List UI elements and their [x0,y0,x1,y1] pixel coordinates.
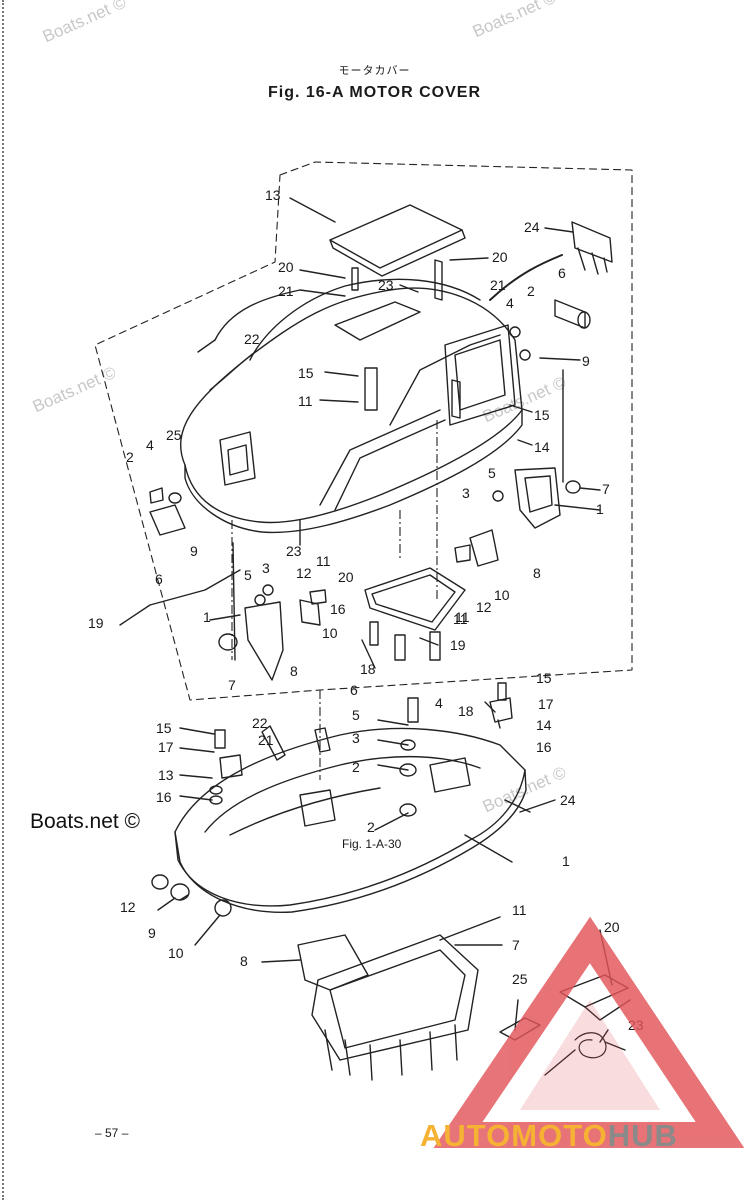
automotohub-logo-text: AUTOMOTOHUB [420,1118,678,1154]
callout-label: 21 [278,283,294,299]
callout-label: 8 [533,565,541,581]
callout-label: 8 [240,953,248,969]
figure-title: Fig. 16-A MOTOR COVER [267,84,481,101]
callout-label: 8 [290,663,298,679]
callout-label: 23 [378,277,394,293]
callout-label: 9 [582,353,590,369]
callout-label: 4 [146,437,154,453]
callout-label: 3 [262,560,270,576]
page-edge-dots [2,0,4,1200]
callout-labels: 13 24 20 20 23 21 21 6 4 2 22 9 15 11 15… [88,187,644,1033]
callout-label: 12 [296,565,312,581]
callout-label: 5 [352,707,360,723]
reference-note: Fig. 1-A-30 [342,837,402,851]
japanese-title: モータカバー [338,65,411,77]
callout-label: 6 [155,571,163,587]
callout-label: 10 [322,625,338,641]
callout-label: 23 [286,543,302,559]
callout-label: 14 [534,439,550,455]
callout-label: 17 [538,696,554,712]
callout-label: 15 [536,670,552,686]
callout-label: 15 [298,365,314,381]
callout-label: 17 [158,739,174,755]
logo-text-part-b: HUB [607,1118,678,1153]
callout-label: 11 [298,393,313,409]
callout-label: 2 [126,449,134,465]
callout-label: 2 [527,283,535,299]
callout-label: 16 [156,789,172,805]
seal-plate [364,567,466,631]
callout-label: 15 [156,720,172,736]
callout-label: 4 [506,295,514,311]
callout-label: 24 [524,219,540,235]
page-number: – 57 – [95,1126,129,1140]
top-lid [329,204,463,269]
callout-label: 10 [494,587,510,603]
callout-label: 10 [168,945,184,961]
callout-label: 13 [158,767,174,783]
callout-label: 20 [604,919,620,935]
callout-label: 1 [562,853,570,869]
callout-label: 4 [435,695,443,711]
callout-label: 21 [490,277,506,293]
callout-label: 22 [244,331,260,347]
callout-label: 2 [352,759,360,775]
lock-lever-left [244,601,284,681]
lock-bracket [514,467,561,529]
callout-label: 11 [512,902,527,918]
callout-label: 5 [244,567,252,583]
callout-label: 2 [367,819,375,835]
callout-label: 16 [536,739,552,755]
callout-label: 18 [360,661,376,677]
callout-label: 6 [350,682,358,698]
callout-label: 12 [120,899,136,915]
callout-label: 24 [560,792,576,808]
callout-label: 16 [330,601,346,617]
callout-label: 18 [458,703,474,719]
watermark-brand: Boats.net © [30,810,141,833]
callout-label: 14 [536,717,552,733]
callout-label: 1 [203,609,211,625]
callout-label: 15 [534,407,550,423]
callout-label: 22 [252,715,268,731]
callout-label: 20 [338,569,354,585]
bottom-cowl [174,727,526,907]
callout-label: 9 [190,543,198,559]
callout-label: 11 [316,553,331,569]
callout-label: 20 [492,249,508,265]
callout-label: 25 [166,427,182,443]
callout-label: 3 [462,485,470,501]
callout-label: 9 [148,925,156,941]
callout-label: 6 [558,265,566,281]
callout-label: 11 [453,611,468,627]
under-case [311,934,479,1061]
callout-label: 19 [450,637,466,653]
callout-label: 5 [488,465,496,481]
callout-label: 21 [258,732,274,748]
callout-label: 20 [278,259,294,275]
callout-label: 11 [455,609,470,625]
callout-label: 7 [512,937,520,953]
callout-label: 7 [228,677,236,693]
automotohub-logo-mark [433,916,745,1148]
callout-label: 13 [265,187,281,203]
top-cowl-outline [180,287,523,524]
callout-label: 7 [602,481,610,497]
callout-label: 19 [88,615,104,631]
callout-label: 25 [512,971,528,987]
callout-label: 12 [476,599,492,615]
callout-label: 1 [596,501,604,517]
callout-label: 3 [352,730,360,746]
logo-text-part-a: AUTOMOTO [420,1118,608,1153]
